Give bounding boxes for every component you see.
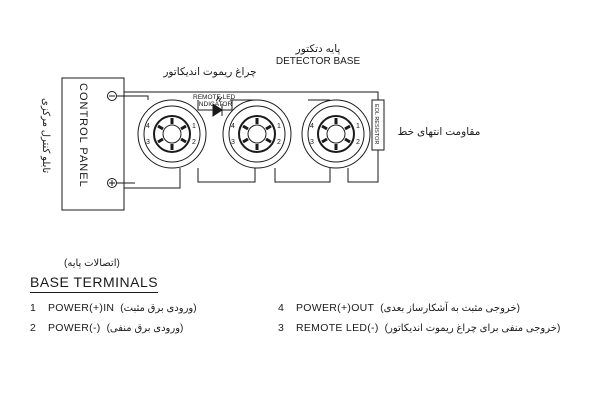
svg-text:1: 1 [356, 123, 360, 130]
terminal-label: REMOTE LED(-) [296, 322, 379, 334]
svg-text:4: 4 [146, 123, 150, 130]
eol-resistor-label-fa: مقاومت انتهای خط [398, 126, 481, 138]
svg-text:2: 2 [356, 139, 360, 146]
terminal-label: POWER(+)IN [48, 302, 115, 314]
base-terminals-title-fa: (اتصالات پایه) [64, 258, 120, 269]
svg-text:2: 2 [192, 139, 196, 146]
panel-negative-terminal [107, 91, 117, 101]
terminal-item-4: 4 POWER(+)OUT (خروجی مثبت به آشکارساز بعدی… [278, 302, 520, 314]
terminal-label-fa: (خروجی مثبت به آشکارساز بعدی) [380, 303, 520, 314]
wiring-lines [117, 91, 379, 189]
base-terminals-title: BASE TERMINALS [30, 274, 159, 290]
svg-text:1: 1 [277, 123, 281, 130]
svg-text:4: 4 [310, 123, 314, 130]
terminal-item-1: 1 POWER(+)IN (ورودی برق مثبت) [30, 302, 197, 314]
remote-led-label-fa: چراغ ریموت اندیکاتور [162, 66, 256, 78]
terminal-number: 3 [278, 322, 284, 334]
terminal-label: POWER(+)OUT [296, 302, 375, 314]
detector-base-2: 4 1 2 3 [222, 99, 292, 169]
terminal-number: 2 [30, 322, 36, 334]
svg-text:3: 3 [146, 139, 150, 146]
control-panel-label-fa: تابلو کنترل مرکزی [40, 98, 51, 173]
base-terminals-underline [30, 292, 158, 293]
detector-base-label: DETECTOR BASE [276, 56, 361, 67]
eol-resistor-label: EOL RESISTOR [373, 104, 379, 144]
detector-base-3: 4 1 2 3 [301, 99, 371, 169]
terminal-item-2: 2 POWER(-) (ورودی برق منفی) [30, 322, 183, 334]
control-panel-box [61, 77, 125, 211]
remote-led-label-line1: REMOTE LED [193, 94, 236, 101]
terminal-number: 1 [30, 302, 36, 314]
svg-text:1: 1 [192, 123, 196, 130]
remote-led-label-line2: INDICATOR [197, 101, 232, 108]
detector-base-1: 4 1 2 3 [137, 99, 207, 169]
terminal-label-fa: (ورودی برق منفی) [106, 323, 184, 334]
control-panel-label: CONTROL PANEL [77, 83, 89, 188]
terminal-item-3: 3 REMOTE LED(-) (خروجی منفی برای چراغ ریمو… [278, 322, 560, 334]
terminal-number: 4 [278, 302, 284, 314]
terminal-label-fa: (خروجی منفی برای چراغ ریموت اندیکاتور) [384, 323, 561, 334]
terminal-label-fa: (ورودی برق مثبت) [120, 303, 197, 314]
terminal-label: POWER(-) [48, 322, 101, 334]
svg-text:3: 3 [310, 139, 314, 146]
eol-resistor [371, 99, 385, 151]
svg-text:4: 4 [231, 123, 235, 130]
detector-base-label-fa: پایه دتکتور [295, 43, 341, 55]
svg-text:2: 2 [277, 139, 281, 146]
svg-text:3: 3 [231, 139, 235, 146]
remote-led-symbol [212, 96, 223, 117]
panel-positive-terminal [107, 178, 117, 188]
